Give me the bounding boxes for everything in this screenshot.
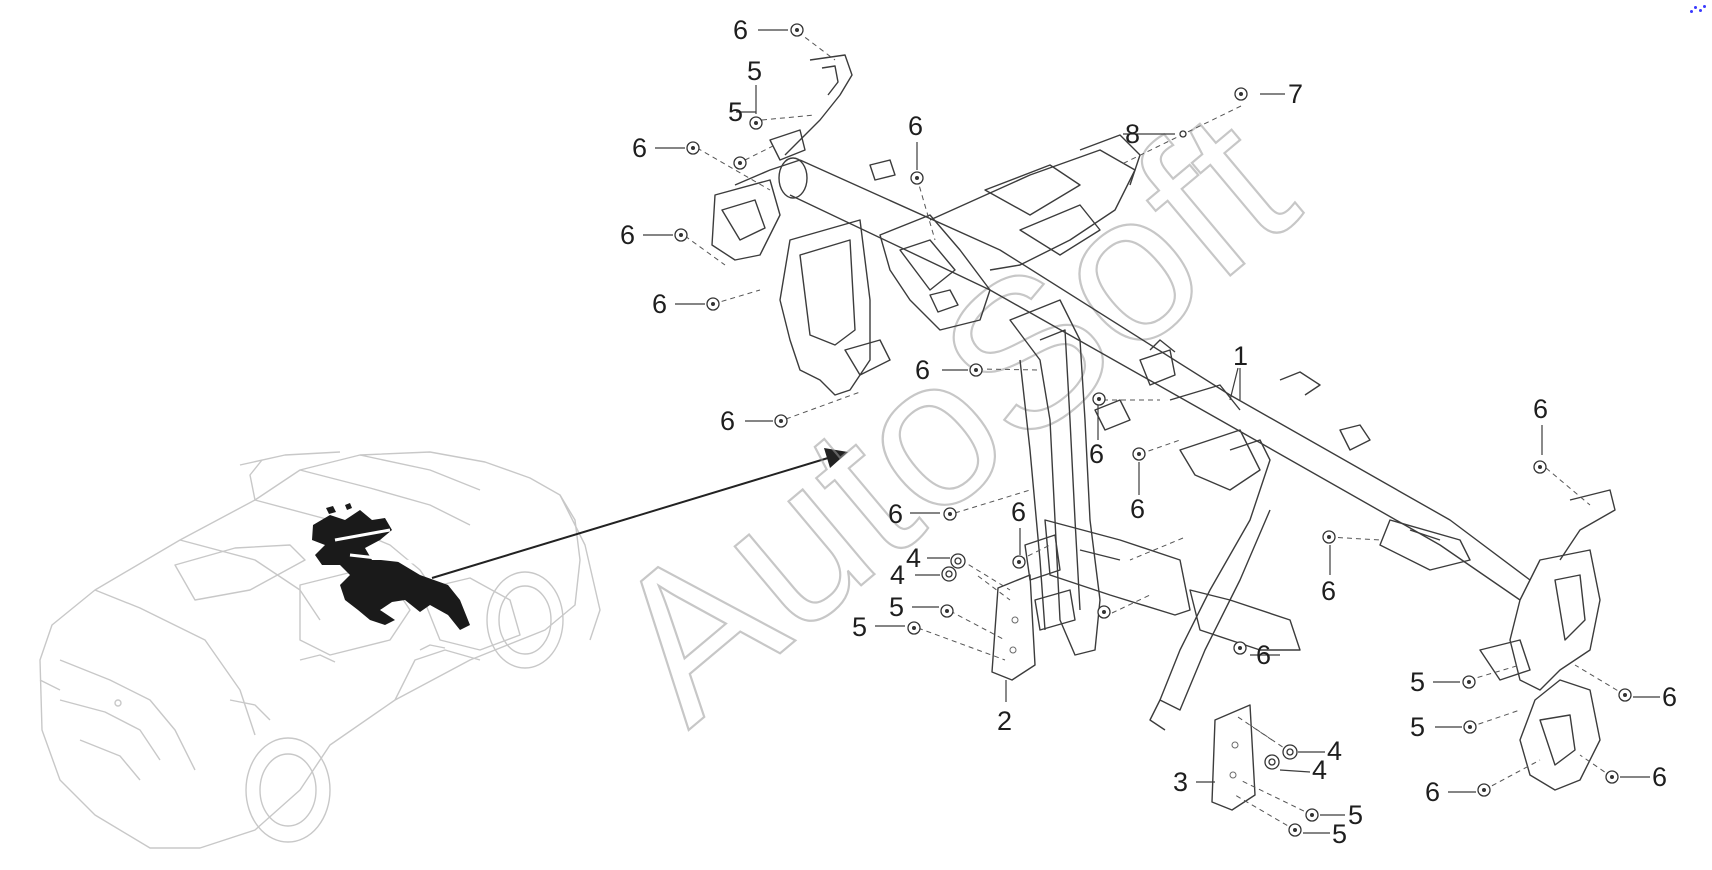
bolt-6-plate (1233, 641, 1247, 655)
callout-4-b: 4 (890, 560, 905, 590)
bolt-5-b (907, 621, 921, 635)
callout-6-left-2: 6 (620, 220, 635, 250)
bolt-6-left-lower (774, 414, 788, 428)
callout-6-center-3: 6 (1130, 494, 1145, 524)
callout-6-right-top: 6 (1533, 394, 1548, 424)
callout-8: 8 (1125, 119, 1140, 149)
callout-6-left-lower: 6 (720, 406, 735, 436)
bolt-6-right-3 (1605, 770, 1619, 784)
washer-8 (1179, 130, 1187, 138)
callout-6-mid-top: 6 (908, 111, 923, 141)
corner-dots-icon (1690, 4, 1706, 14)
callout-6-center: 6 (915, 355, 930, 385)
bolt-6-right-2 (1618, 688, 1632, 702)
vehicle-outline (39, 451, 601, 849)
callout-6-right-1: 6 (1321, 576, 1336, 606)
bolt-6-center (969, 363, 983, 377)
callout-5-upper-1: 5 (747, 56, 762, 86)
bolt-5-c (1305, 808, 1319, 822)
callout-3: 3 (1173, 767, 1188, 797)
nut-4-b (941, 566, 957, 582)
callout-labels: 6 5 5 6 6 6 6 8 7 1 6 6 6 6 6 6 4 4 5 5 … (620, 15, 1677, 849)
callout-4-a: 4 (906, 543, 921, 573)
bolt-5-upper-1 (749, 116, 763, 130)
callout-6-right-4: 6 (1425, 777, 1440, 807)
callout-6-center-2: 6 (1089, 439, 1104, 469)
bolt-6-center-2 (1092, 392, 1106, 406)
bolt-6-right-top (1533, 460, 1547, 474)
callout-6-mid-lower: 6 (888, 499, 903, 529)
dashed-leaders (684, 31, 1626, 831)
callout-7: 7 (1288, 79, 1303, 109)
nut-4-c (1282, 744, 1298, 760)
callout-6-right-2: 6 (1662, 682, 1677, 712)
bolt-6-left-3 (706, 297, 720, 311)
bracket-part-3 (1211, 704, 1256, 811)
bolt-6-mid-lower (943, 507, 957, 521)
callout-6-plate: 6 (1256, 640, 1271, 670)
bolt-6-right-4 (1477, 783, 1491, 797)
bolt-5-upper-2 (733, 156, 747, 170)
bolt-6-top (790, 23, 804, 37)
bolt-6-brace (1097, 605, 1111, 619)
callout-5-upper-2: 5 (728, 97, 743, 127)
callout-5-b: 5 (852, 612, 867, 642)
callout-5-c: 5 (1348, 800, 1363, 830)
fasteners (674, 23, 1632, 837)
bolt-5-e (1462, 675, 1476, 689)
nut-4-a (950, 553, 966, 569)
callout-5-d: 5 (1332, 819, 1347, 849)
callout-5-e: 5 (1410, 667, 1425, 697)
callout-6-right-3: 6 (1652, 762, 1667, 792)
callout-4-d: 4 (1312, 755, 1327, 785)
bolt-6-center-3 (1132, 447, 1146, 461)
callout-4-c: 4 (1327, 736, 1342, 766)
bolt-6-left-2 (674, 228, 688, 242)
callout-6-left-1: 6 (632, 133, 647, 163)
bolt-6-right-1 (1322, 530, 1336, 544)
bolt-7 (1234, 87, 1248, 101)
callout-6-left-3: 6 (652, 289, 667, 319)
nut-4-d (1264, 754, 1280, 770)
bolt-6-left-1 (686, 141, 700, 155)
bracket-part-2 (991, 574, 1036, 681)
bolt-6-mid-top (910, 171, 924, 185)
cross-car-beam (711, 54, 1616, 791)
dashboard-silhouette (312, 503, 470, 630)
bolt-5-f (1463, 720, 1477, 734)
callout-leaders (643, 29, 1660, 834)
bolt-5-a (940, 604, 954, 618)
callout-6-top: 6 (733, 15, 748, 45)
detail-arrow (431, 448, 848, 579)
bolt-6-part2-top (1012, 555, 1026, 569)
watermark-text: AutoSoft (566, 67, 1334, 765)
callout-5-a: 5 (889, 592, 904, 622)
callout-5-f: 5 (1410, 712, 1425, 742)
callout-1: 1 (1233, 341, 1248, 371)
bolt-5-d (1288, 823, 1302, 837)
callout-2: 2 (997, 706, 1012, 736)
callout-6-part2-top: 6 (1011, 497, 1026, 527)
